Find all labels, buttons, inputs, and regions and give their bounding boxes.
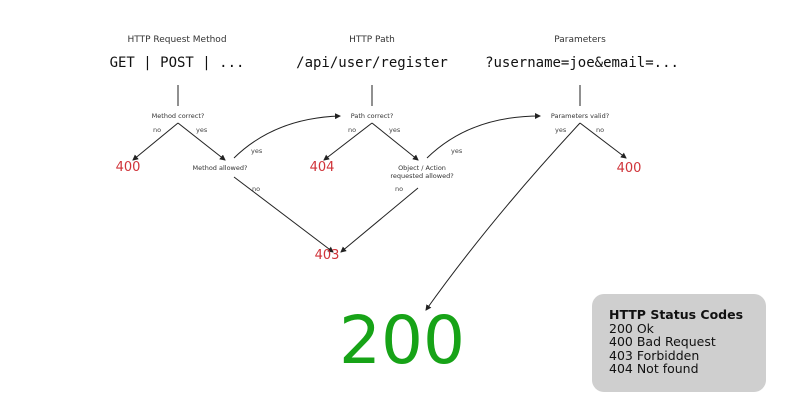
header-request-method: HTTP Request Method <box>127 35 227 45</box>
question-path-correct: Path correct? <box>350 112 394 120</box>
outcome-400-params: 400 <box>616 161 642 176</box>
legend-title: HTTP Status Codes <box>609 307 744 322</box>
label-path-yes: yes <box>389 126 401 134</box>
outcome-400-method: 400 <box>115 160 141 175</box>
arrow-object-yes <box>426 113 541 159</box>
label-params-yes: yes <box>555 126 567 134</box>
arrow-object-no <box>340 187 419 253</box>
arrow-method-allowed-no <box>233 176 334 253</box>
label-object-no: no <box>395 185 404 193</box>
header-parameters: Parameters <box>554 35 606 45</box>
value-request-method: GET | POST | ... <box>109 55 245 71</box>
arrow-method-allowed-yes <box>233 113 341 159</box>
outcome-403-forbidden: 403 <box>314 248 340 263</box>
arrow-method-no <box>132 122 179 161</box>
question-object-action-allowed: Object / Action requested allowed? <box>390 164 453 180</box>
arrow-method-yes <box>177 122 226 161</box>
label-method-allowed-yes: yes <box>251 147 263 155</box>
outcome-404-path: 404 <box>309 160 335 175</box>
question-method-correct: Method correct? <box>151 112 205 120</box>
arrow-params-yes <box>425 122 581 311</box>
value-parameters: ?username=joe&email=... <box>485 55 679 71</box>
question-line-2: requested allowed? <box>390 172 454 180</box>
outcome-200-success: 200 <box>339 302 465 379</box>
legend-item: 404 Not found <box>609 361 699 376</box>
label-method-allowed-no: no <box>252 185 261 193</box>
header-http-path: HTTP Path <box>349 35 395 45</box>
question-params-valid: Parameters valid? <box>550 112 610 120</box>
question-method-allowed: Method allowed? <box>192 164 248 172</box>
arrow-path-no <box>323 122 373 161</box>
label-method-no: no <box>153 126 162 134</box>
legend-item: 200 Ok <box>609 320 654 336</box>
arrow-path-yes <box>371 122 419 161</box>
label-path-no: no <box>348 126 357 134</box>
question-line-1: Object / Action <box>398 164 446 172</box>
label-method-yes: yes <box>196 126 208 134</box>
status-codes-legend: HTTP Status Codes 200 Ok 400 Bad Request… <box>592 294 766 392</box>
arrow-params-no <box>579 122 627 159</box>
value-http-path: /api/user/register <box>296 55 448 71</box>
legend-item: 400 Bad Request <box>609 334 716 349</box>
label-object-yes: yes <box>451 147 463 155</box>
label-params-no: no <box>596 126 605 134</box>
legend-item: 403 Forbidden <box>609 347 700 363</box>
